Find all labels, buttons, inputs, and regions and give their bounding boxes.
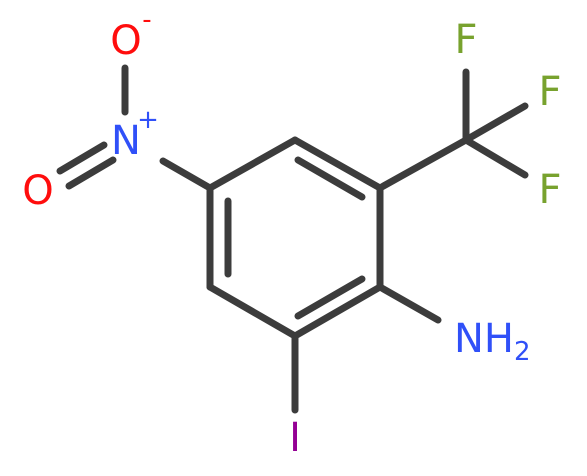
charge-nitrogen: +	[137, 105, 159, 135]
atom-iodine: I	[289, 415, 301, 461]
amine-subscript: 2	[514, 337, 531, 367]
bond-ring-nh2	[376, 283, 442, 324]
atom-fluorine-2: F	[538, 69, 561, 115]
ring-inner-bond-3	[294, 275, 366, 320]
bond-ring-cf3	[376, 136, 470, 192]
bonds	[56, 64, 529, 414]
ring-bond-c2-c3	[206, 136, 299, 192]
ring-bond-c4-c5	[206, 283, 299, 340]
bond-nitrogen-oxygen-left-a	[56, 141, 108, 175]
bond-cf3-f2	[462, 102, 529, 144]
atom-amine: NH2	[454, 316, 531, 367]
atom-oxygen-left: O	[22, 168, 53, 214]
atom-fluorine-1: F	[454, 17, 477, 63]
ring-inner-bond-1	[294, 156, 366, 201]
ring-bond-c5-c6	[291, 283, 384, 340]
atom-fluorine-3: F	[538, 167, 561, 213]
amine-symbol: NH	[454, 316, 514, 362]
bond-cf3-f3	[462, 136, 529, 179]
ring-bond-c1-c2	[291, 136, 384, 192]
bond-nitrogen-oxygen-left-b	[65, 156, 117, 190]
atom-oxygen-top: O	[110, 18, 141, 64]
bond-ring-nitro	[159, 157, 214, 192]
atom-labels: O - O N + F F F NH2 I	[22, 5, 561, 461]
charge-oxygen-top: -	[142, 5, 151, 35]
atom-nitrogen: N	[111, 118, 141, 164]
